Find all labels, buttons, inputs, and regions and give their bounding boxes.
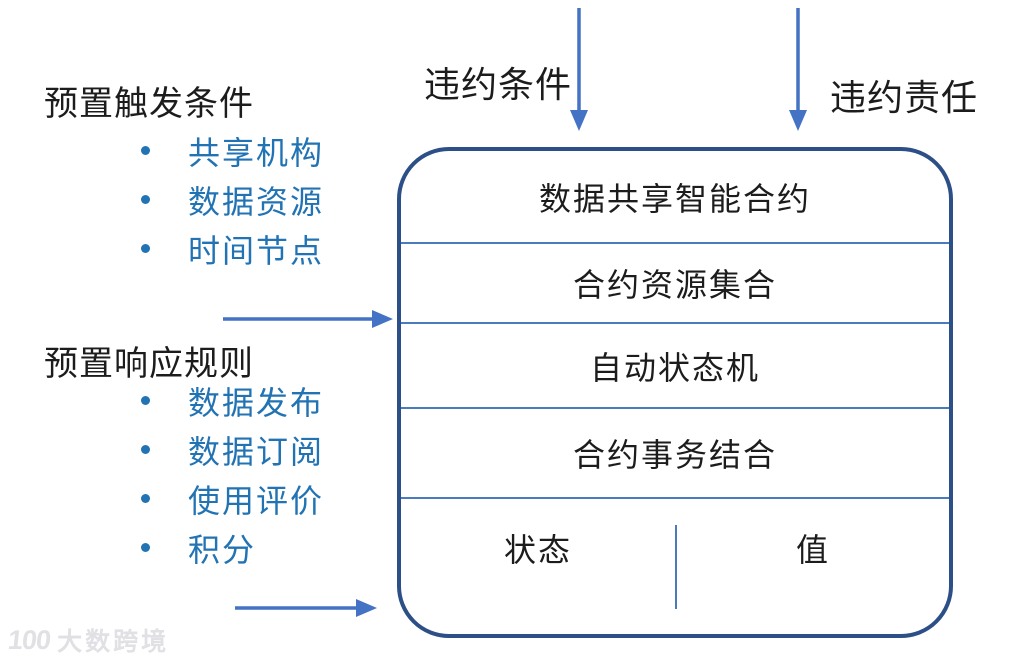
violation-liability-arrow [789,8,807,131]
smart-contract-box: 数据共享智能合约 合约资源集合 自动状态机 合约事务结合 状态 值 [397,147,953,638]
watermark: 100 大数跨境 [6,622,170,658]
list-item: 使用评价 [141,474,324,523]
list-item-label: 时间节点 [188,232,325,269]
violation-condition-arrow [570,8,588,131]
list-item-label: 使用评价 [188,482,325,519]
bullet-icon [141,146,150,155]
box-row-state-value: 状态 值 [401,499,949,634]
list-item: 数据资源 [141,175,324,224]
list-item: 共享机构 [141,126,324,175]
box-row-resource-set: 合约资源集合 [401,244,949,324]
list-item-label: 积分 [188,531,257,568]
trigger-conditions-arrow [223,310,393,328]
bullet-icon [141,244,150,253]
preset-trigger-conditions-heading: 预置触发条件 [44,86,254,123]
box-row-transaction-set: 合约事务结合 [401,409,949,499]
bullet-icon [141,195,150,204]
list-item: 数据发布 [141,376,324,425]
watermark-text: 大数跨境 [57,628,170,656]
violation-liability-label: 违约责任 [830,78,979,118]
box-row-state-machine: 自动状态机 [401,324,949,409]
bullet-icon [141,543,150,552]
trigger-conditions-list: 共享机构 数据资源 时间节点 [141,126,324,273]
list-item: 积分 [141,523,324,572]
violation-condition-label: 违约条件 [424,65,573,105]
box-row-contract-title: 数据共享智能合约 [401,151,949,244]
bullet-icon [141,396,150,405]
response-rules-arrow [235,599,377,617]
list-item-label: 共享机构 [188,134,325,171]
list-item-label: 数据资源 [188,183,325,220]
bullet-icon [141,494,150,503]
list-item: 时间节点 [141,224,324,273]
bullet-icon [141,445,150,454]
value-cell: 值 [795,531,830,568]
state-cell: 状态 [401,524,677,609]
list-item-label: 数据发布 [188,384,325,421]
list-item-label: 数据订阅 [188,433,325,470]
list-item: 数据订阅 [141,425,324,474]
response-rules-list: 数据发布 数据订阅 使用评价 积分 [141,376,324,572]
watermark-logo-icon: 100 [6,624,52,655]
preset-response-rules-heading: 预置响应规则 [44,346,254,383]
